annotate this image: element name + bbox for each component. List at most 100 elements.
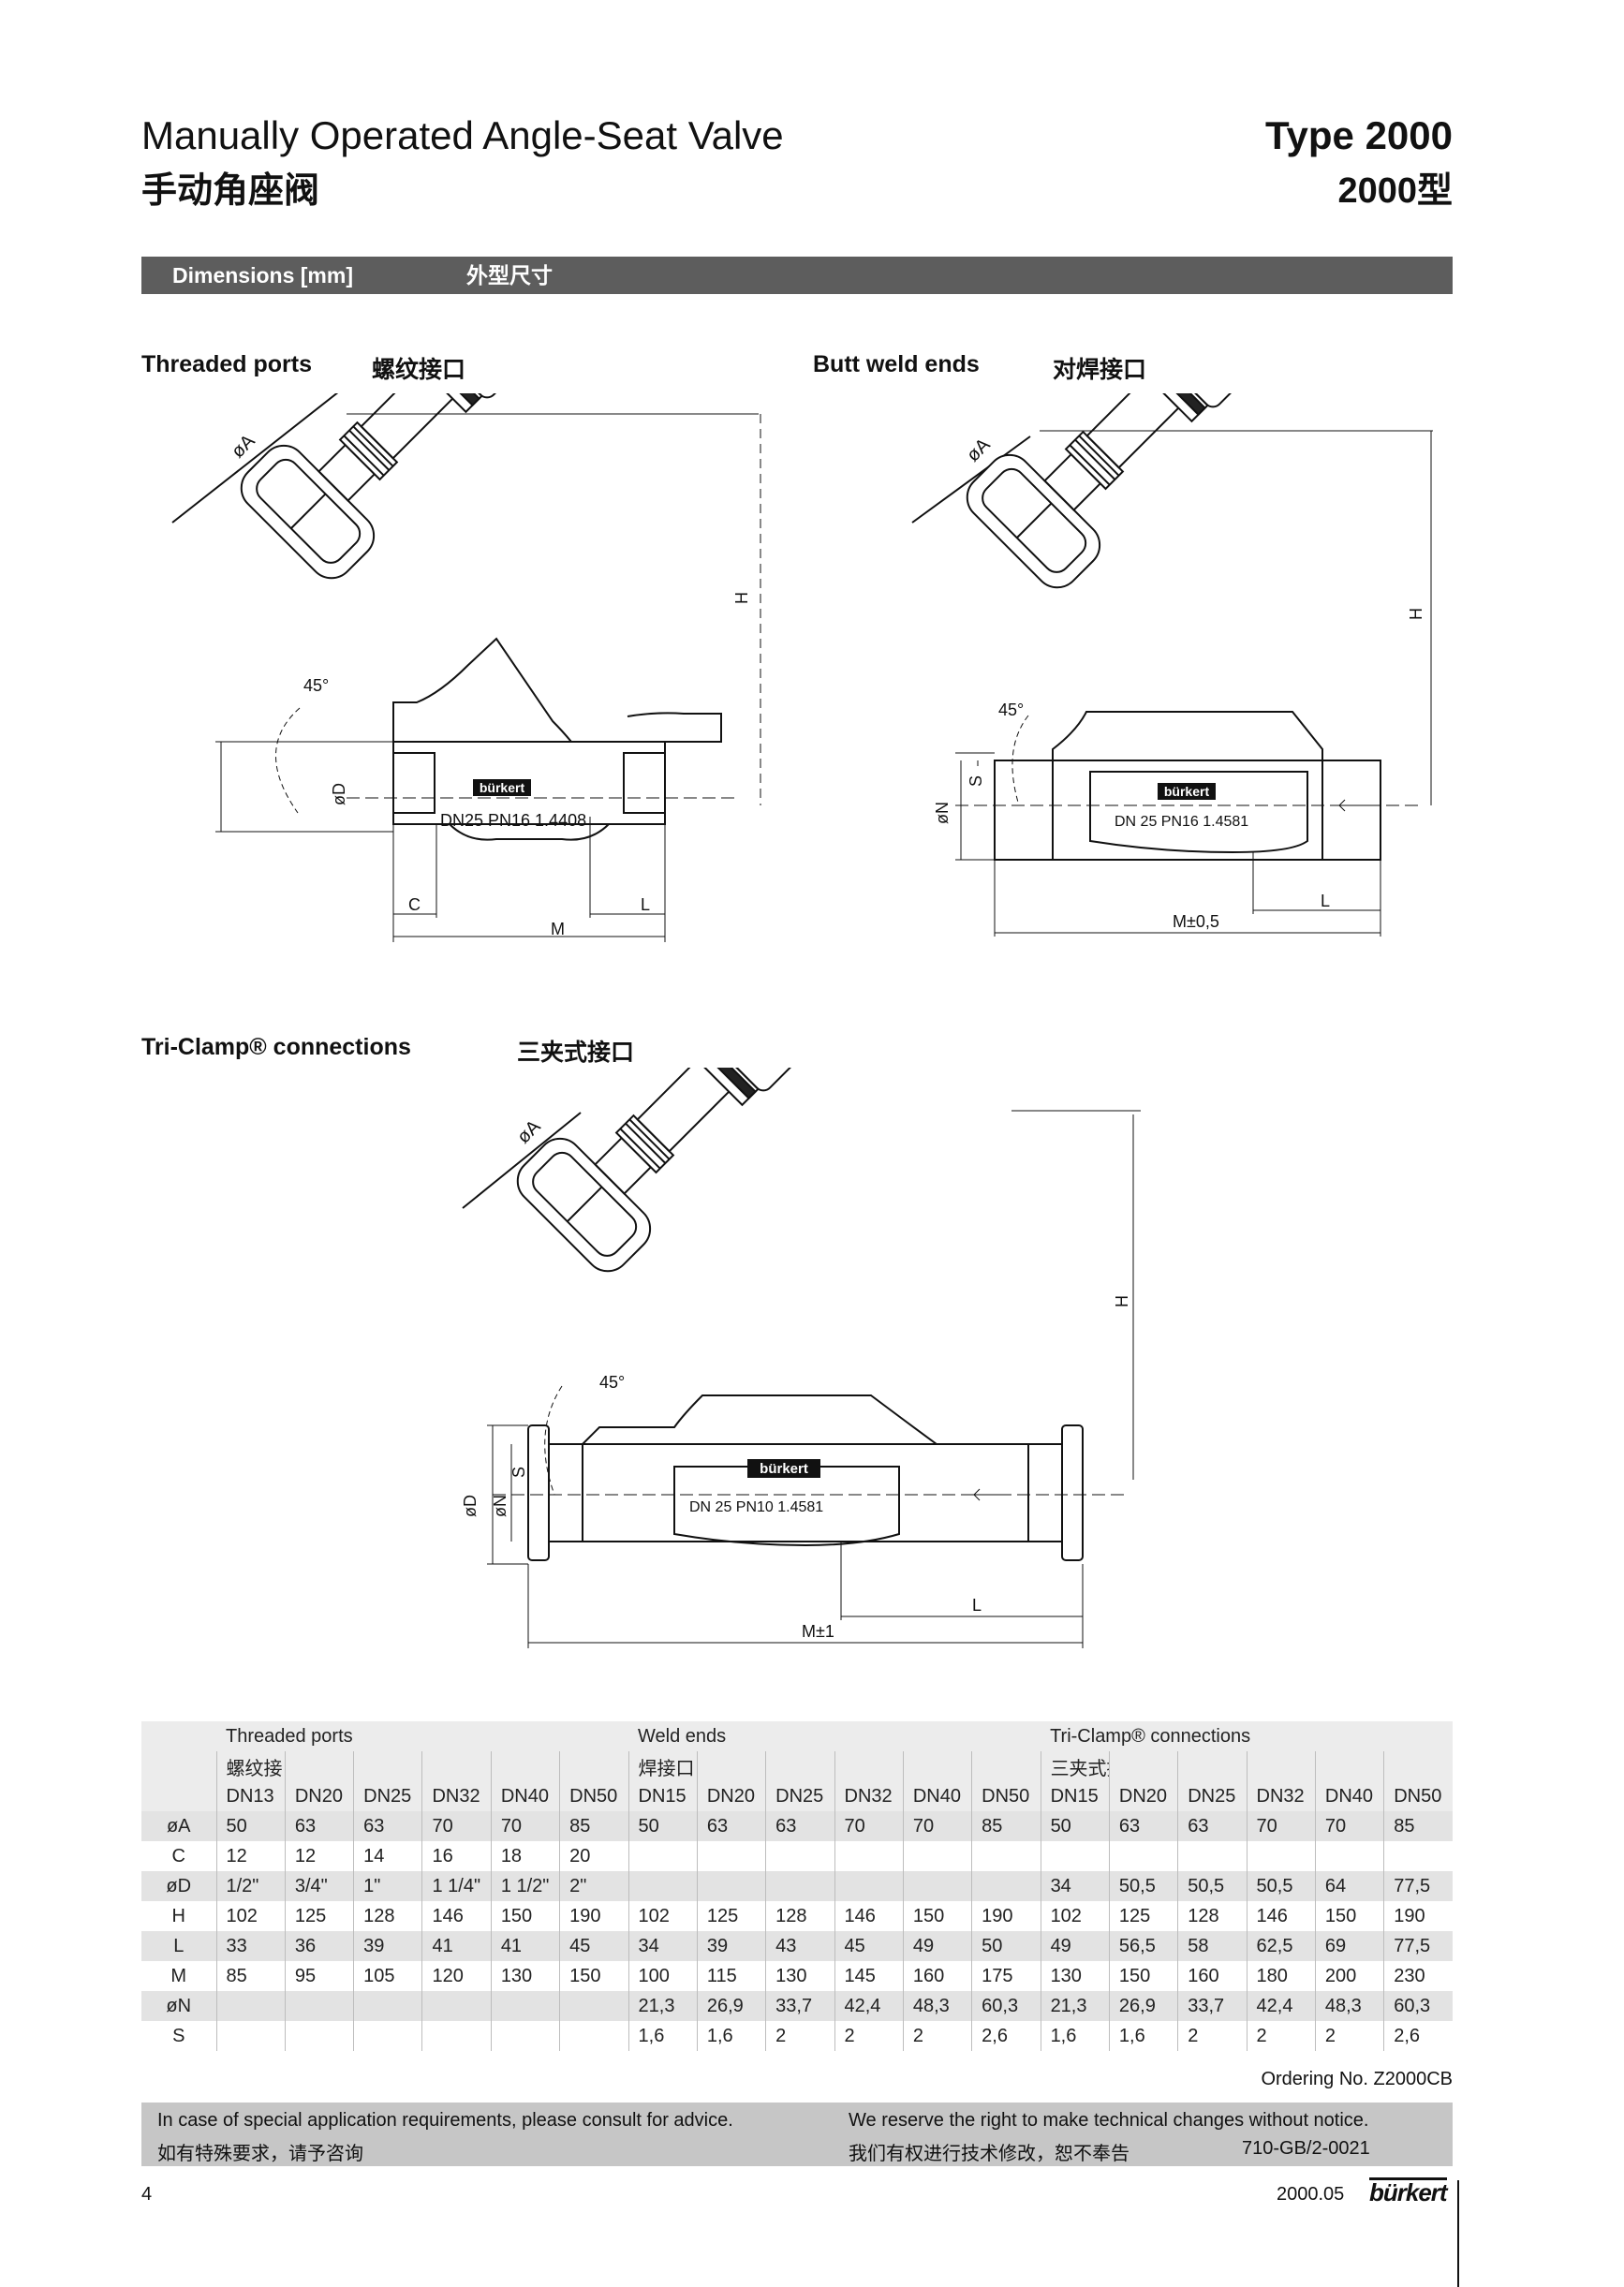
dimensions-section-bar: Dimensions [mm] 外型尺寸 [141, 257, 1453, 294]
table-column-header: DN50 [971, 1781, 1041, 1811]
table-empty-header-cell [490, 1751, 560, 1781]
table-cell: 2 [902, 2021, 972, 2051]
table-cell: 62,5 [1246, 1931, 1316, 1961]
table-corner-cell [141, 1781, 216, 1811]
table-empty-header-cell [284, 1751, 354, 1781]
table-cell: 50,5 [1177, 1871, 1248, 1901]
triclamp-dim-a: øA [513, 1115, 545, 1147]
table-cell: 49 [902, 1931, 972, 1961]
table-cell [971, 1871, 1041, 1901]
triclamp-angle: 45° [599, 1373, 625, 1392]
table-cell: 12 [215, 1841, 286, 1871]
butt-weld-title-chinese: 对焊接口 [1053, 357, 1147, 383]
table-cell: 146 [1246, 1901, 1316, 1931]
table-empty-header-cell [765, 1751, 834, 1781]
table-cell: 160 [902, 1961, 972, 1991]
type-label: Type 2000 [1264, 113, 1453, 157]
table-cell [215, 2021, 286, 2051]
table-column-header: DN50 [1383, 1781, 1454, 1811]
table-empty-header-cell [559, 1751, 629, 1781]
table-cell: 50,5 [1108, 1871, 1178, 1901]
table-empty-header-cell [902, 1751, 972, 1781]
triclamp-drawing: bürkert DN 25 PN10 1.4581 øA H 45° øD øN… [461, 1068, 1141, 1648]
table-empty-header-cell [353, 1751, 422, 1781]
table-cell [1314, 1841, 1384, 1871]
butt-dim-m: M±0,5 [1173, 912, 1219, 931]
table-cell: 14 [353, 1841, 422, 1871]
dimensions-label: Dimensions [mm] [172, 263, 353, 288]
table-cell [284, 1991, 354, 2021]
table-empty-header-cell [1246, 1751, 1316, 1781]
table-cell: 63 [353, 1811, 422, 1841]
table-cell [902, 1871, 972, 1901]
table-row-label: L [141, 1931, 216, 1961]
table-row-label: C [171, 1845, 185, 1866]
table-cell: 190 [971, 1901, 1041, 1931]
table-cell: 1" [353, 1871, 422, 1901]
table-row-label: øN [141, 1991, 216, 2021]
footer-bar: In case of special application requireme… [141, 2103, 1453, 2166]
table-cell: 18 [490, 1841, 560, 1871]
table-group-header: Weld ends [628, 1721, 1041, 1751]
table-column-header: DN25 [1177, 1781, 1248, 1811]
butt-dim-a: øA [963, 434, 995, 465]
butt-angle: 45° [998, 701, 1024, 719]
table-cell [1040, 1841, 1110, 1871]
table-cell: 63 [696, 1811, 766, 1841]
table-row-label: M [170, 1965, 187, 1986]
table-group-header: Threaded ports [216, 1721, 629, 1751]
table-column-header: DN32 [421, 1781, 492, 1811]
table-cell: 2 [1314, 2021, 1384, 2051]
table-cell: 70 [834, 1811, 904, 1841]
table-cell: 2 [1177, 2021, 1248, 2051]
threaded-brand-plate: bürkert [480, 780, 525, 795]
table-cell [421, 2021, 492, 2051]
table-column-header: DN13 [215, 1781, 286, 1811]
table-cell [353, 1991, 422, 2021]
table-empty-header-cell [1314, 1751, 1384, 1781]
table-cell: 105 [353, 1961, 422, 1991]
table-empty-header-cell [834, 1751, 904, 1781]
table-cell: 128 [353, 1901, 422, 1931]
triclamp-title-chinese: 三夹式接口 [517, 1040, 635, 1066]
table-empty-header-cell [696, 1751, 766, 1781]
table-cell: 50 [627, 1811, 698, 1841]
table-cell: 150 [1314, 1901, 1384, 1931]
triclamp-brand-plate: bürkert [760, 1461, 808, 1477]
table-group-header-chinese: 三夹式接口 [1040, 1751, 1110, 1781]
table-cell: 100 [627, 1961, 698, 1991]
table-cell: 200 [1314, 1961, 1384, 1991]
table-cell: 60,3 [971, 1991, 1041, 2021]
document-code: 710-GB/2-0021 [1242, 2138, 1370, 2159]
dimensions-label-chinese: 外型尺寸 [466, 263, 553, 288]
butt-weld-drawing: bürkert DN 25 PN16 1.4581 øA H 45° øN S … [911, 393, 1433, 937]
table-cell: 70 [902, 1811, 972, 1841]
table-cell: 39 [353, 1931, 422, 1961]
table-cell: 3/4" [284, 1871, 354, 1901]
table-cell: 102 [1040, 1901, 1110, 1931]
table-cell: 150 [490, 1901, 560, 1931]
table-cell: 60,3 [1383, 1991, 1454, 2021]
butt-dim-s: S [967, 775, 985, 787]
table-cell: 12 [284, 1841, 354, 1871]
table-cell [490, 1991, 560, 2021]
table-cell: 2 [1246, 2021, 1316, 2051]
table-cell: 150 [902, 1901, 972, 1931]
triclamp-dim-l: L [972, 1596, 982, 1615]
table-cell: 16 [421, 1841, 492, 1871]
table-cell: 2,6 [971, 2021, 1041, 2051]
table-cell: 33 [215, 1931, 286, 1961]
table-column-header: DN32 [1246, 1781, 1316, 1811]
table-column-header: DN50 [559, 1781, 629, 1811]
table-cell: 48,3 [1314, 1991, 1384, 2021]
footer-advice-en: In case of special application requireme… [157, 2110, 733, 2131]
table-column-header: DN32 [834, 1781, 904, 1811]
table-corner-cell [141, 1751, 216, 1781]
table-cell: 1,6 [627, 2021, 698, 2051]
table-cell: 34 [627, 1931, 698, 1961]
table-cell [765, 1871, 834, 1901]
